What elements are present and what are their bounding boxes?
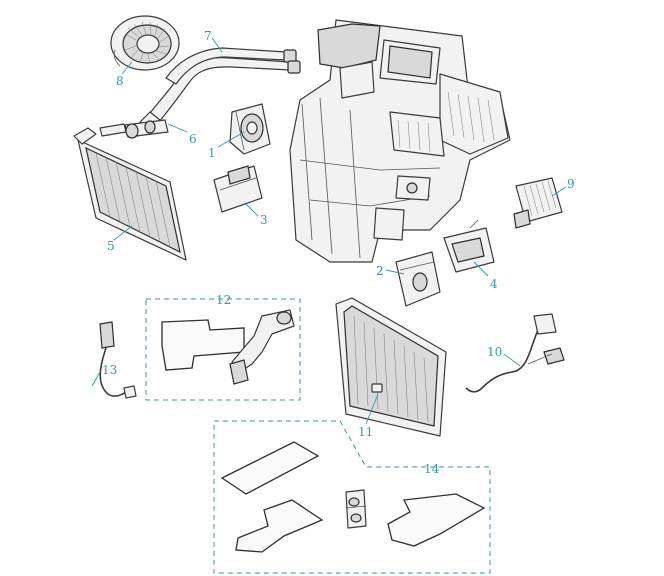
blower-fan-part[interactable] [110, 15, 180, 71]
hvac-housing-part[interactable] [289, 19, 511, 263]
callout-13: 13 [102, 363, 117, 377]
leader-line-11 [365, 393, 379, 425]
callout-5: 5 [107, 239, 115, 253]
gasket-14b-part[interactable] [235, 499, 324, 553]
leader-line-5 [113, 225, 133, 241]
callout-11: 11 [358, 425, 373, 439]
leader-line-13 [91, 371, 101, 387]
leader-line-9 [551, 186, 567, 197]
sensor-10-part[interactable] [465, 313, 565, 393]
actuator-3-part[interactable] [213, 165, 263, 213]
callout-6: 6 [189, 132, 197, 146]
callout-3: 3 [260, 213, 268, 227]
part-14-group-outline [213, 420, 491, 574]
callout-2: 2 [376, 264, 384, 278]
callout-14: 14 [424, 462, 440, 476]
leader-line-10 [503, 353, 521, 367]
callout-9: 9 [567, 177, 575, 191]
pipe-union-part[interactable] [124, 119, 169, 139]
callout-4: 4 [490, 277, 498, 291]
callout-12: 12 [216, 293, 231, 307]
callout-10: 10 [487, 345, 502, 359]
gasket-14c-part[interactable] [387, 493, 486, 547]
actuator-2-part[interactable] [395, 251, 441, 307]
part-12-group-outline [145, 298, 301, 401]
leader-line-6 [167, 123, 188, 133]
actuator-4-part[interactable] [443, 219, 495, 273]
heater-core-part[interactable] [73, 123, 187, 261]
servo-motor-part[interactable] [229, 103, 271, 155]
leader-line-8 [121, 61, 133, 75]
expansion-valve-14-part[interactable] [345, 489, 367, 529]
cable-13-part[interactable] [99, 321, 137, 399]
evaporator-part[interactable] [335, 297, 447, 437]
leader-line-4 [473, 261, 489, 277]
blower-resistor-part[interactable] [513, 177, 563, 229]
callout-1: 1 [208, 146, 216, 160]
leader-line-3 [245, 203, 259, 217]
gasket-14a-part[interactable] [220, 441, 320, 495]
leader-line-7 [211, 37, 223, 53]
drain-hose-12-part[interactable] [229, 309, 295, 385]
leader-line-1 [217, 131, 245, 148]
leader-line-2 [385, 269, 405, 275]
callout-7: 7 [204, 29, 212, 43]
gasket-12-part[interactable] [161, 319, 245, 371]
callout-8: 8 [116, 74, 124, 88]
